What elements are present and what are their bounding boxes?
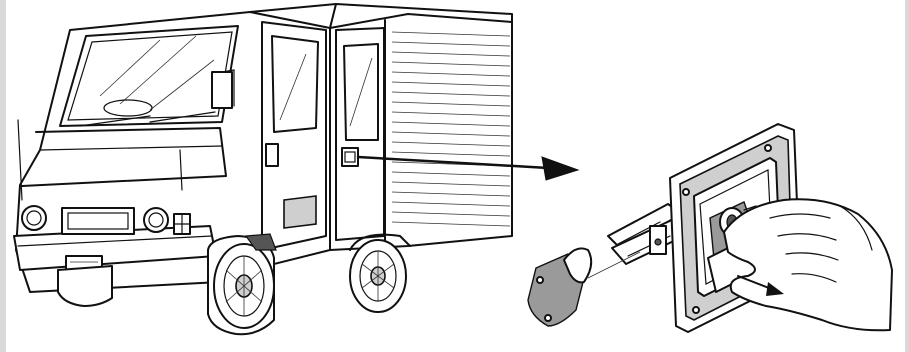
delivery-van [14,4,512,334]
key [528,248,640,326]
mount-screw [765,145,771,151]
front-wheel [208,236,274,334]
mount-screw [683,189,689,195]
latch-detail [608,124,892,332]
door-latch-location [342,148,358,166]
right-headlight [144,208,168,232]
key-guide-line [588,252,640,278]
left-headlight [22,206,46,230]
grille [62,208,134,234]
side-mirror [212,70,234,108]
front-left-wheel [58,266,112,306]
mount-screw [693,307,699,313]
